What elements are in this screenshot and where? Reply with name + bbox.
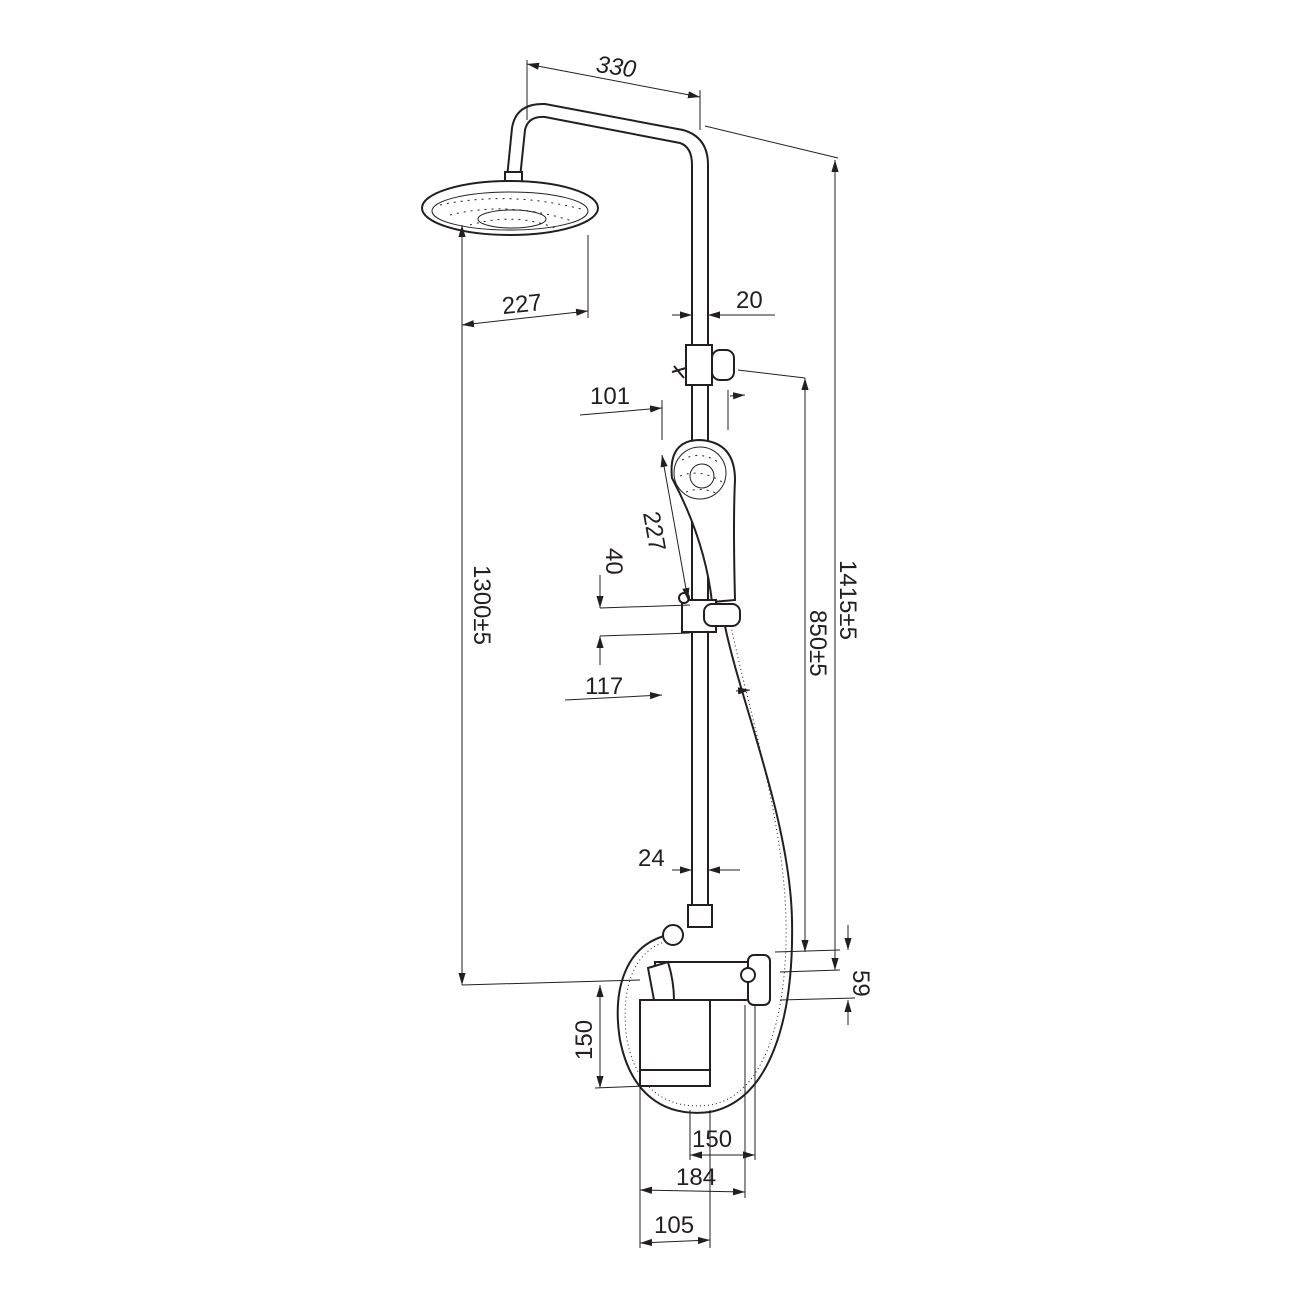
dim-total-head-height: 1300±5 bbox=[468, 565, 495, 645]
rain-shower-head bbox=[421, 171, 599, 236]
dim-lower-pipe-diameter: 24 bbox=[638, 845, 665, 872]
dim-total-height: 1415±5 bbox=[834, 560, 861, 640]
dim-slider-height: 40 bbox=[600, 548, 627, 575]
dim-wall-depth: 105 bbox=[654, 1212, 694, 1239]
dimension-lines bbox=[458, 60, 856, 1248]
dim-head-diameter: 227 bbox=[501, 289, 544, 320]
dim-mixer-offset: 59 bbox=[847, 970, 874, 997]
dim-mixer-width: 184 bbox=[676, 1164, 716, 1191]
dim-hand-shower-length: 227 bbox=[637, 509, 671, 553]
dim-mixer-height: 150 bbox=[571, 1020, 598, 1060]
dim-holder-offset: 101 bbox=[590, 383, 630, 410]
hand-shower bbox=[670, 438, 737, 604]
dim-pipe-diameter: 20 bbox=[736, 287, 763, 314]
dim-slider-offset: 117 bbox=[585, 673, 623, 700]
mixer bbox=[639, 924, 771, 1087]
upper-wall-holder bbox=[671, 344, 735, 386]
shower-hose bbox=[616, 625, 794, 1114]
dim-rail-height: 850±5 bbox=[804, 610, 831, 677]
dim-centers-distance: 150 bbox=[692, 1126, 732, 1153]
dim-arm-reach: 330 bbox=[594, 51, 638, 83]
shower-pipe bbox=[506, 102, 713, 928]
